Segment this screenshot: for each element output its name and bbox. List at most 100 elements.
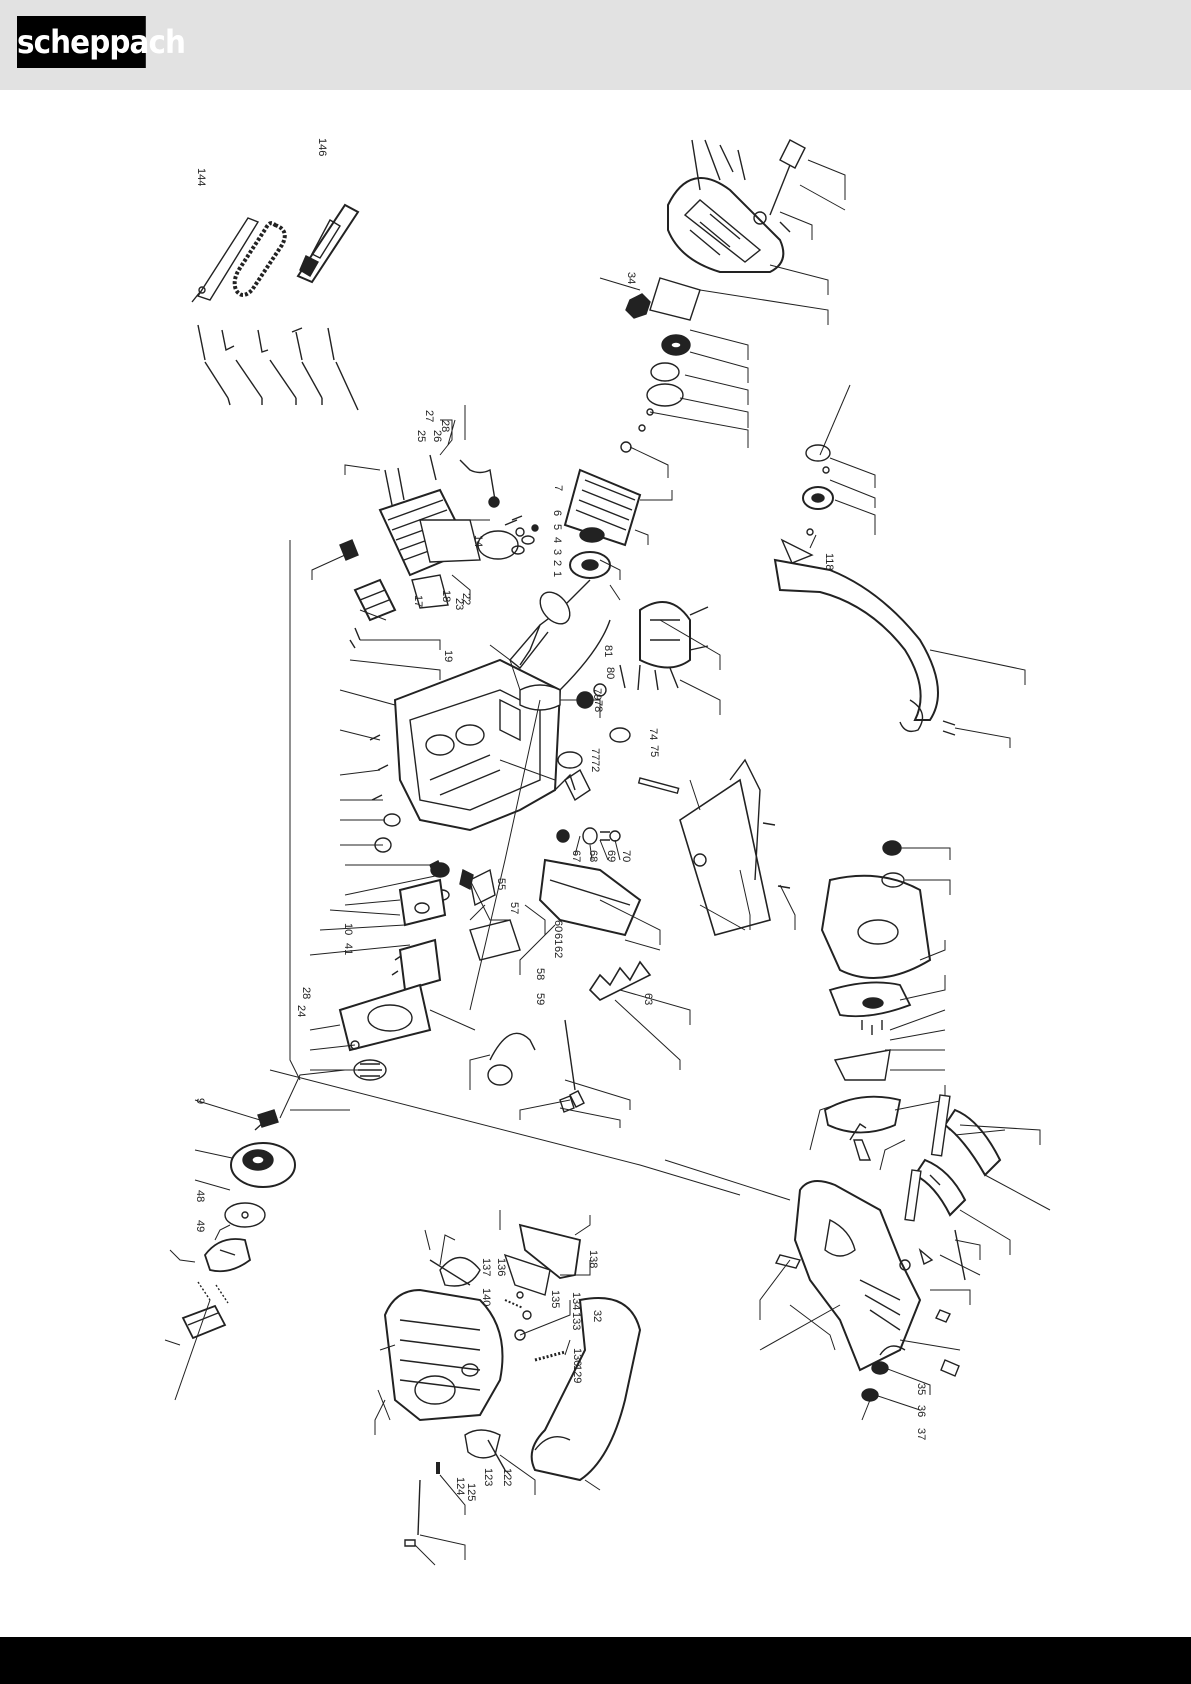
part-label: 77 bbox=[589, 748, 601, 760]
clutch-shoe-part bbox=[198, 1239, 250, 1303]
part-label: 62 bbox=[552, 946, 564, 958]
chain-brake-lever-part bbox=[505, 1225, 580, 1295]
part-label: 133 bbox=[570, 1312, 582, 1330]
air-guide-plate bbox=[680, 760, 790, 935]
part-label: 118 bbox=[823, 553, 835, 571]
part-label: 80 bbox=[604, 667, 616, 679]
part-label: 5 bbox=[551, 524, 563, 530]
part-label: 124 bbox=[454, 1477, 466, 1495]
leader-lines-clutch bbox=[165, 1070, 350, 1400]
part-label: 79 bbox=[591, 688, 603, 700]
part-label: 6 bbox=[551, 510, 563, 516]
part-label: 130 bbox=[571, 1348, 583, 1366]
part-label: 37 bbox=[915, 1428, 927, 1440]
tool-set bbox=[198, 325, 358, 410]
part-label: 135 bbox=[549, 1290, 561, 1308]
hand-guard-part bbox=[532, 1298, 640, 1480]
part-label: 3 bbox=[551, 549, 563, 555]
part-label: 32 bbox=[591, 1310, 603, 1322]
cylinder-part bbox=[380, 468, 480, 575]
air-filter-base-part bbox=[825, 1050, 900, 1133]
clutch-hub-part bbox=[183, 1306, 225, 1338]
front-handle-part bbox=[775, 445, 955, 735]
part-label: 18 bbox=[440, 590, 452, 602]
starter-housing-part bbox=[385, 1290, 503, 1420]
part-label: 10 bbox=[342, 923, 354, 935]
air-filter-cover-part bbox=[822, 841, 930, 978]
part-label: 60 bbox=[552, 920, 564, 932]
throttle-trigger-part bbox=[915, 1110, 1000, 1215]
part-label: 136 bbox=[495, 1258, 507, 1276]
footer-bar bbox=[0, 1637, 1191, 1684]
part-label: 17 bbox=[412, 595, 424, 607]
part-label: 49 bbox=[194, 1220, 206, 1232]
part-label: 25 bbox=[415, 430, 427, 442]
part-label: 4 bbox=[551, 537, 563, 543]
part-label: 75 bbox=[648, 745, 660, 757]
part-label: 14 bbox=[472, 535, 484, 547]
part-label: 144 bbox=[195, 168, 207, 186]
part-number-labels: 144 146 28 27 26 25 7 6 5 4 3 2 1 14 23 … bbox=[194, 138, 927, 1501]
oil-plug-group bbox=[557, 828, 620, 844]
part-label: 146 bbox=[316, 138, 328, 156]
part-label: 58 bbox=[534, 968, 546, 980]
part-label: 28 bbox=[300, 987, 312, 999]
part-label: 74 bbox=[647, 728, 659, 740]
part-label: 35 bbox=[915, 1383, 927, 1395]
part-label: 123 bbox=[482, 1468, 494, 1486]
clutch-washer-part bbox=[225, 1203, 265, 1227]
clutch-cover-part bbox=[668, 140, 783, 272]
part-label: 9 bbox=[194, 1098, 206, 1104]
part-label: 57 bbox=[508, 902, 520, 914]
intake-flange-part bbox=[340, 985, 430, 1080]
part-label: 81 bbox=[602, 645, 614, 657]
part-label: 1 bbox=[551, 571, 563, 577]
part-label: 55 bbox=[495, 878, 507, 890]
chain-catcher-part bbox=[639, 778, 679, 793]
part-label: 140 bbox=[480, 1288, 492, 1306]
part-label: 67 bbox=[570, 850, 582, 862]
leader-lines-handle bbox=[810, 385, 1025, 748]
fuel-line-part bbox=[488, 1020, 584, 1112]
exploded-parts-diagram: 144 146 28 27 26 25 7 6 5 4 3 2 1 14 23 … bbox=[0, 90, 1191, 1637]
part-label: 59 bbox=[534, 993, 546, 1005]
sprocket-assembly bbox=[621, 278, 700, 452]
part-label: 129 bbox=[571, 1365, 583, 1383]
clutch-drum-part bbox=[231, 1143, 295, 1187]
piston-part bbox=[478, 516, 538, 559]
ignition-coil-part bbox=[640, 602, 708, 668]
assembly-line-long bbox=[270, 1070, 740, 1195]
part-label: 19 bbox=[442, 650, 454, 662]
muffler-bracket-part bbox=[470, 870, 520, 960]
part-label: 68 bbox=[587, 850, 599, 862]
leader-lines-carb bbox=[290, 540, 630, 1128]
part-label: 138 bbox=[587, 1250, 599, 1268]
part-label: 61 bbox=[552, 933, 564, 945]
header-bar: scheppach bbox=[0, 0, 1191, 90]
part-label: 78 bbox=[592, 700, 604, 712]
crankcase-screws bbox=[620, 665, 678, 690]
part-label: 63 bbox=[642, 993, 654, 1005]
bar-cover-part bbox=[298, 205, 358, 282]
part-label: 48 bbox=[194, 1190, 206, 1202]
part-label: 41 bbox=[342, 943, 354, 955]
brand-logo: scheppach bbox=[17, 16, 146, 68]
rear-handle-part bbox=[795, 1124, 920, 1370]
part-label: 27 bbox=[423, 410, 435, 422]
part-label: 26 bbox=[431, 430, 443, 442]
part-label: 36 bbox=[915, 1405, 927, 1417]
part-label: 72 bbox=[589, 760, 601, 772]
part-label: 69 bbox=[605, 850, 617, 862]
carburetor-part bbox=[392, 880, 445, 990]
part-label: 22 bbox=[460, 593, 472, 605]
spike-bumper-part bbox=[590, 962, 650, 1000]
part-label: 122 bbox=[501, 1468, 513, 1486]
guide-bar-part bbox=[192, 218, 258, 302]
part-label: 125 bbox=[465, 1483, 477, 1501]
part-label: 7 bbox=[552, 485, 564, 491]
part-label: 24 bbox=[295, 1005, 307, 1017]
part-label: 2 bbox=[551, 560, 563, 566]
part-label: 70 bbox=[620, 850, 632, 862]
part-label: 134 bbox=[570, 1292, 582, 1310]
part-label: 137 bbox=[480, 1258, 492, 1276]
